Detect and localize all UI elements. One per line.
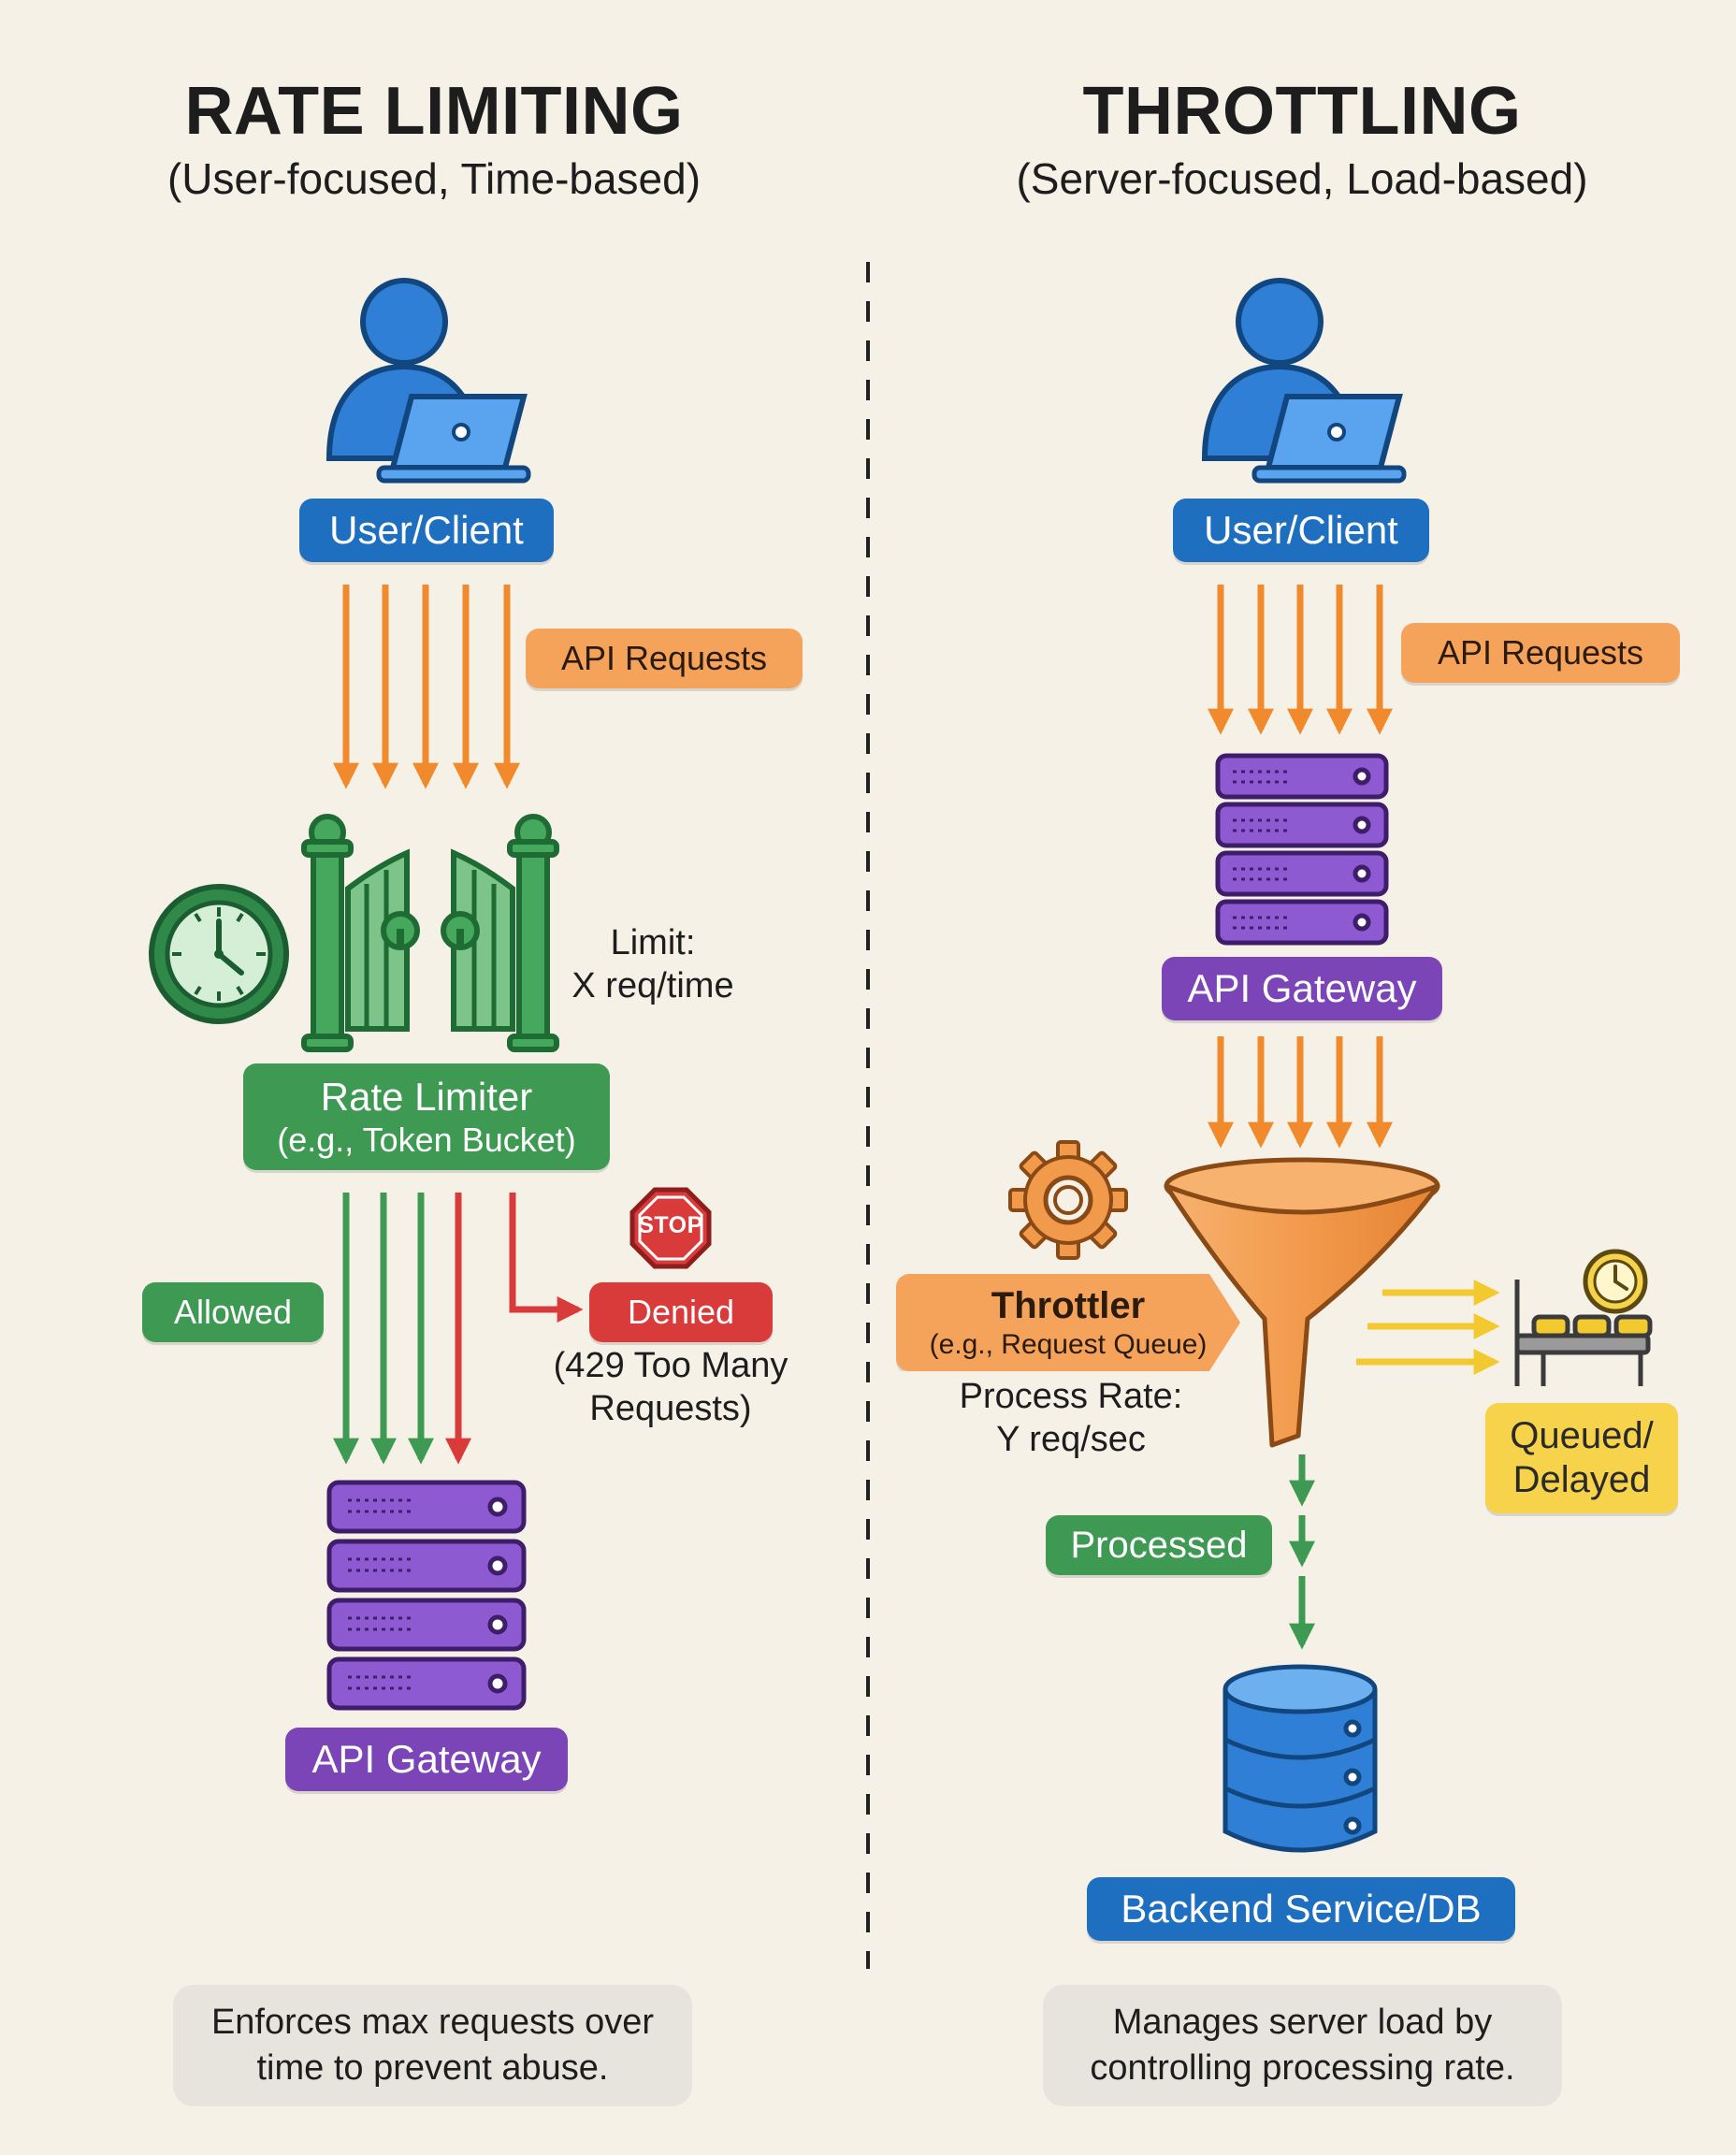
user-client-label-left: User/Client <box>299 499 554 562</box>
process-rate-text: Process Rate: Y req/sec <box>935 1375 1207 1462</box>
api-requests-label-left: API Requests <box>526 629 803 688</box>
rate-limiter-title: Rate Limiter <box>320 1074 533 1119</box>
queue-bench-icon <box>1514 1280 1653 1386</box>
allowed-arrows <box>333 1193 434 1465</box>
database-icon <box>1222 1664 1378 1853</box>
rate-limiter-example: (e.g., Token Bucket) <box>277 1120 576 1159</box>
limit-text: Limit: X req/time <box>550 921 756 1008</box>
throttling-footer-note: Manages server load by controlling proce… <box>1043 1985 1562 2106</box>
queue-arrows <box>1356 1280 1500 1375</box>
queued-label: Queued/ <box>1510 1414 1654 1456</box>
stop-sign-icon <box>629 1187 712 1269</box>
rate-limiting-subtitle: (User-focused, Time-based) <box>166 154 702 203</box>
denied-note: (429 Too Many Requests) <box>526 1344 816 1431</box>
throttling-subtitle: (Server-focused, Load-based) <box>1016 154 1588 203</box>
throttling-note-line2: controlling processing rate. <box>1090 2048 1515 2088</box>
left-request-arrows <box>333 585 520 789</box>
rate-limiting-title: RATE LIMITING <box>184 74 684 149</box>
api-requests-label-right: API Requests <box>1401 623 1680 683</box>
right-request-arrows <box>1208 585 1393 735</box>
throttling-note-line1: Manages server load by <box>1112 2002 1493 2042</box>
rate-limiter-label: Rate Limiter (e.g., Token Bucket) <box>243 1063 610 1170</box>
denied-label: Denied <box>589 1282 773 1342</box>
denied-note-line1: (429 Too Many <box>553 1346 788 1385</box>
backend-service-label: Backend Service/DB <box>1087 1877 1515 1941</box>
denied-note-line2: Requests) <box>589 1389 752 1429</box>
limit-value: X req/time <box>571 966 734 1006</box>
rate-limiting-note-line1: Enforces max requests over <box>210 2002 655 2042</box>
limit-label: Limit: <box>610 923 696 962</box>
api-gateway-label-left: API Gateway <box>285 1728 568 1791</box>
user-client-label-right: User/Client <box>1173 499 1429 562</box>
throttling-title: THROTTLING <box>1082 74 1522 149</box>
denied-arrows <box>445 1193 584 1465</box>
clock-icon <box>149 884 289 1024</box>
process-rate-value: Y req/sec <box>996 1420 1146 1460</box>
processed-label: Processed <box>1046 1515 1272 1575</box>
gateway-to-funnel-arrows <box>1208 1036 1393 1149</box>
stop-sign-text: STOP <box>638 1212 703 1238</box>
funnel-icon <box>1164 1157 1440 1448</box>
throttler-example: (e.g., Request Queue) <box>929 1328 1208 1360</box>
user-laptop-icon-right <box>1201 278 1407 484</box>
gate-icon <box>301 814 559 1052</box>
server-stack-icon-left <box>326 1480 527 1711</box>
queued-delayed-label: Queued/ Delayed <box>1485 1403 1678 1513</box>
rate-limiting-note-line2: time to prevent abuse. <box>256 2048 609 2088</box>
gear-icon <box>1008 1140 1128 1260</box>
server-stack-icon-right <box>1215 753 1389 946</box>
delayed-label: Delayed <box>1512 1459 1651 1500</box>
api-gateway-label-right: API Gateway <box>1162 957 1442 1020</box>
process-rate-label: Process Rate: <box>959 1377 1183 1416</box>
throttler-label: Throttler (e.g., Request Queue) <box>896 1274 1240 1371</box>
rate-limiting-footer-note: Enforces max requests over time to preve… <box>173 1985 692 2106</box>
small-clock-icon <box>1583 1249 1648 1314</box>
user-laptop-icon-left <box>326 278 531 484</box>
throttler-title: Throttler <box>991 1284 1146 1326</box>
allowed-label: Allowed <box>142 1282 324 1342</box>
